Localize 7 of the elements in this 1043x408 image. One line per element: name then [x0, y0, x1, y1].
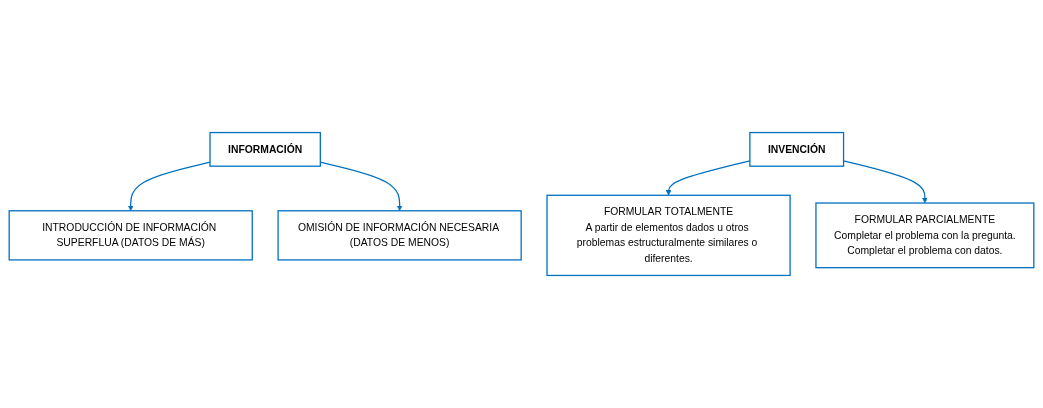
node-box: INFORMACIÓN	[209, 131, 321, 167]
node-box: OMISIÓN DE INFORMACIÓN NECESARIA (DATOS DE MENOS)	[277, 210, 522, 261]
node-box: FORMULAR PARCIALMENTE Completar el problema con la pregunta. Completar el problema con datos.	[815, 202, 1035, 269]
node-box: INTRODUCCIÓN DE INFORMACIÓN SUPERFLUA (DATOS DE MÁS)	[8, 210, 253, 261]
node-box: INVENCIÓN	[749, 131, 845, 167]
arrow	[127, 161, 211, 212]
node-box: FORMULAR TOTALMENTE A partir de elementos dados u otros problemas estructuralmente similares o diferentes.	[546, 194, 791, 277]
